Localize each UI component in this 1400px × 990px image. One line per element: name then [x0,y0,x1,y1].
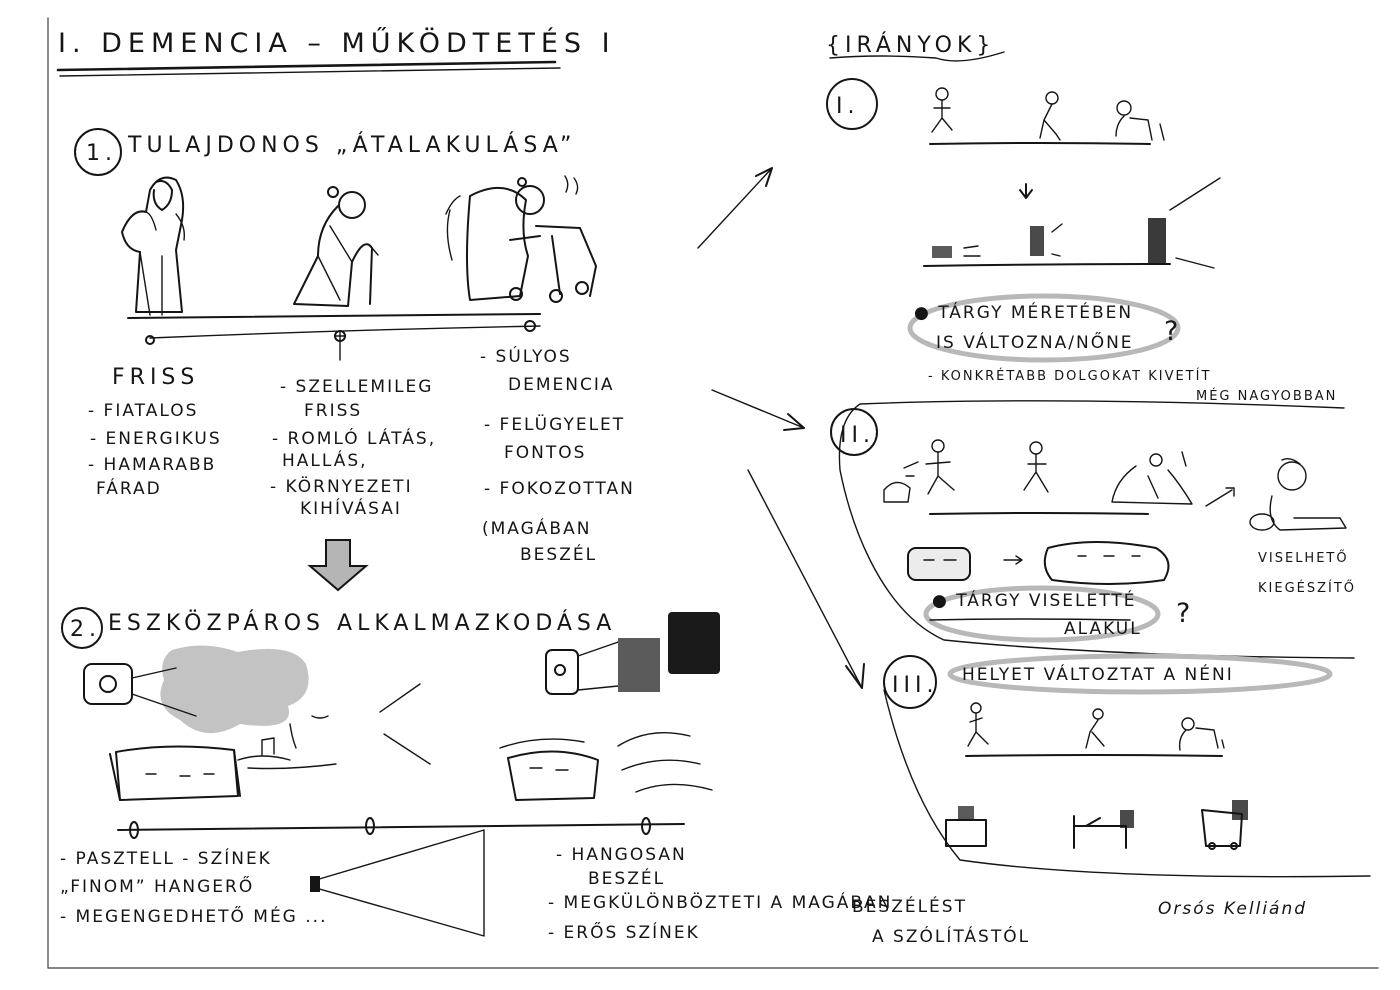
direction3-numeral: III. [892,673,938,698]
section2-heading: ESZKÖZPÁROS ALKALMAZKODÁSA [108,610,616,636]
left-note-2: „FINOM” HANGERŐ [60,875,254,897]
stage2-note-4: HALLÁS, [282,449,368,471]
direction2-note-2: ALAKUL [1064,619,1142,639]
direction1-note-1: ● TÁRGY MÉRETÉBEN [914,301,1133,323]
direction1-objects [932,178,1220,268]
stage2-note-5: - KÖRNYEZETI [270,475,413,497]
strong-sofa [500,733,712,800]
mirror-line-2 [384,734,430,764]
stage3-note-4: FONTOS [504,443,586,463]
direction1-question: ? [1164,316,1184,347]
arrow-to-direction-2 [712,390,804,428]
stage1-note-4: FÁRAD [96,477,162,499]
stage3-note-1: - SÚLYOS [480,345,572,367]
wearable-person [1250,459,1346,530]
mirror-line-1 [380,684,420,712]
direction1-figures [932,88,1164,140]
directions-heading: {IRÁNYOK} [826,32,995,58]
right-note-2: BESZÉL [588,867,665,889]
stage3-note-2: DEMENCIA [508,375,614,395]
right-note-4: BESZÉLÉST [852,895,967,917]
arrow-to-direction-1 [698,168,772,248]
direction2-timeline [930,513,1148,514]
direction2-side-2: KIEGÉSZÍTŐ [1258,580,1356,596]
section2-number: 2. [70,617,101,642]
direction3-objects [946,800,1248,849]
direction1-note-4: MÉG NAGYOBBAN [1196,388,1337,404]
left-note-3: - MEGENGEDHETŐ MÉG ... [60,905,327,927]
direction1-numeral: I. [836,94,859,119]
direction1-note-2: IS VÁLTOZNA/NŐNE [936,331,1134,353]
direction2-side-1: VISELHETŐ [1258,550,1349,566]
figure-elderly-with-walker [446,176,596,302]
stage1-note-2: - ENERGIKUS [90,429,222,449]
direction2-note-1: ● TÁRGY VISELETTÉ [932,589,1136,611]
direction3-figures [968,703,1224,750]
direction1-timeline-top [930,143,1150,144]
arrow-to-direction-3 [748,470,862,688]
section1-number: 1. [86,141,117,166]
right-note-6: A SZÓLÍTÁSTÓL [872,925,1030,947]
left-note-1: - PASZTELL - SZÍNEK [60,847,272,869]
stage2-note-3: - ROMLÓ LÁTÁS, [272,427,436,449]
stage3-note-5: - FOKOZOTTAN [484,479,635,499]
right-note-5: - ERŐS SZÍNEK [548,921,700,943]
direction1-timeline [924,264,1170,266]
direction2-figures [884,440,1192,504]
owner-timeline [128,314,540,318]
stage1-note-1: - FIATALOS [88,401,198,421]
stage1-title: FRISS [112,365,199,390]
direction1-note-3: - KONKRÉTABB DOLGOKAT KIVETÍT [928,368,1211,384]
direction2-numeral: II. [840,423,875,448]
direction2-objects [908,542,1169,584]
right-note-3: - MEGKÜLÖNBÖZTETI A MAGÁBAN [548,891,892,913]
stage2-note-6: KIHÍVÁSAI [300,497,402,519]
figure-young-owner [122,178,184,315]
stage3-note-3: - FELÜGYELET [484,413,625,435]
figure-aging-owner [294,187,378,306]
pastel-device [84,645,309,733]
down-arrow [310,540,366,590]
stage1-note-3: - HAMARABB [88,455,216,475]
direction3-timeline [966,755,1222,756]
stage2-note-1: - SZELLEMILEG [280,377,433,397]
stage2-note-2: FRISS [304,401,362,421]
device-timeline [118,824,684,830]
direction2-question: ? [1176,598,1196,629]
projection-cone [316,830,484,936]
direction3-bracket [884,690,1370,877]
signature: Orsós Kelliánd [1158,899,1307,919]
stage3-note-6: (MAGÁBAN [482,517,591,539]
page-title: I. DEMENCIA – MŰKÖDTETÉS I [58,27,616,59]
stage3-note-7: BESZÉL [520,543,597,565]
direction3-note-1: HELYET VÁLTOZTAT A NÉNI [962,663,1234,685]
right-note-1: - HANGOSAN [556,845,687,865]
section1-heading: TULAJDONOS „ÁTALAKULÁSA” [127,132,576,158]
